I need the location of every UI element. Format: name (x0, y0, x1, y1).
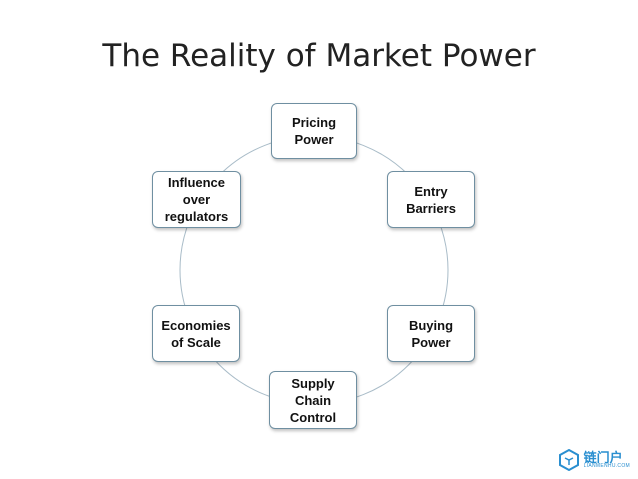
node-entry-barriers: Entry Barriers (387, 171, 475, 228)
slide-title: The Reality of Market Power (102, 38, 536, 74)
watermark: 链门户 LIANMENHU.COM (558, 449, 630, 471)
node-economies-of-scale: Economies of Scale (152, 305, 240, 362)
watermark-subtext: LIANMENHU.COM (583, 463, 630, 469)
cube-logo-icon (558, 449, 579, 471)
node-influence-over-regulators: Influence over regulators (152, 171, 241, 228)
node-buying-power: Buying Power (387, 305, 475, 362)
node-pricing-power: Pricing Power (271, 103, 357, 159)
node-supply-chain-control: Supply Chain Control (269, 371, 357, 429)
watermark-text: 链门户 (583, 450, 623, 465)
